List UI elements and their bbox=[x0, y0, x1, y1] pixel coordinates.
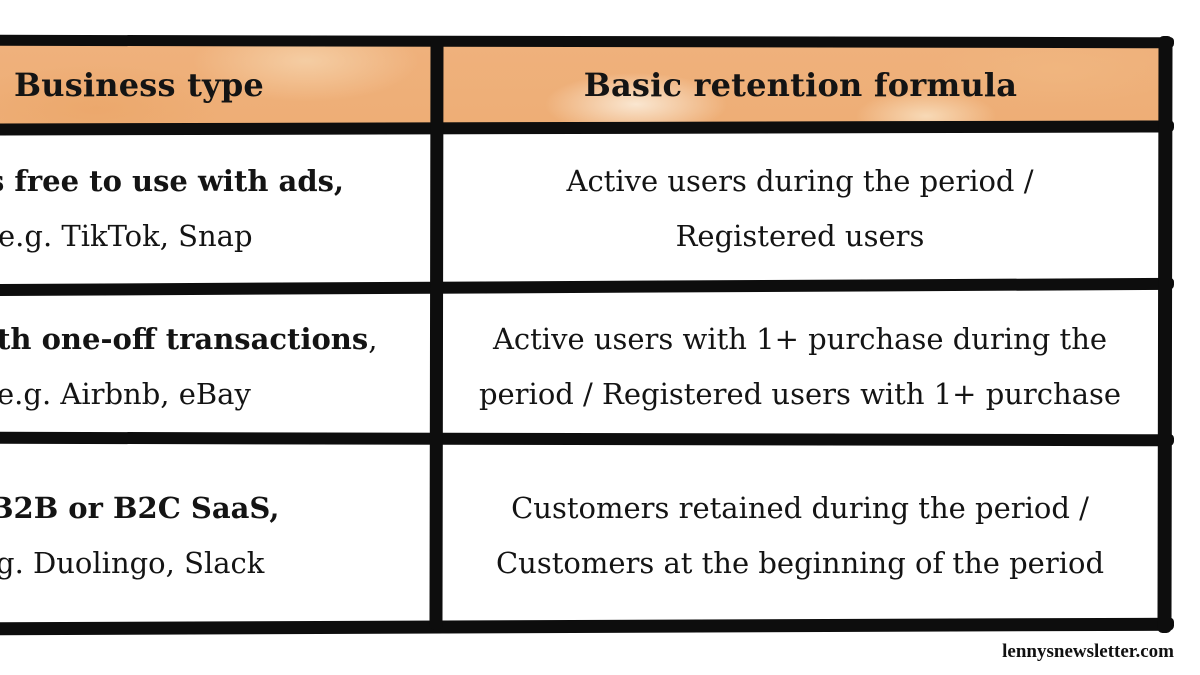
row2-business-bold-text: th one-off transactions bbox=[0, 322, 369, 356]
header-cell-business-type: Business type bbox=[0, 47, 444, 122]
table-header-bottom-border bbox=[0, 120, 1175, 136]
row3-formula-cell: Customers retained during the period / C… bbox=[443, 452, 1157, 620]
row1-formula-cell: Active users during the period / Registe… bbox=[443, 136, 1157, 282]
row1-business-type-cell: s free to use with ads, e.g. TikTok, Sna… bbox=[0, 136, 431, 282]
row2-business-type-cell: th one-off transactions, e.g. Airbnb, eB… bbox=[0, 302, 431, 432]
table-row-divider-2 bbox=[0, 431, 1175, 447]
table-bottom-border bbox=[0, 617, 1175, 636]
row3-business-examples: g. Duolingo, Slack bbox=[0, 546, 265, 580]
row3-formula-line2: Customers at the beginning of the period bbox=[495, 546, 1105, 580]
row2-formula-cell: Active users with 1+ purchase during the… bbox=[443, 302, 1157, 432]
row1-business-examples: e.g. TikTok, Snap bbox=[0, 219, 253, 253]
row3-business-type-cell: B2B or B2C SaaS, g. Duolingo, Slack bbox=[0, 452, 431, 620]
row3-formula-line1: Customers retained during the period / bbox=[511, 491, 1089, 525]
row2-business-rest-text: , bbox=[368, 322, 378, 356]
row2-formula-line1: Active users with 1+ purchase during the bbox=[492, 322, 1108, 356]
row3-business-bold-text: B2B or B2C SaaS, bbox=[0, 491, 280, 525]
table-column-divider bbox=[429, 37, 444, 631]
row1-business-line1: s free to use with ads, bbox=[0, 154, 344, 209]
row2-formula-line2: period / Registered users with 1+ purcha… bbox=[478, 377, 1122, 411]
row1-formula-line1: Active users during the period / bbox=[566, 164, 1034, 198]
watermark-text: lennysnewsletter.com bbox=[1002, 641, 1174, 662]
row1-business-bold-text: s free to use with ads, bbox=[0, 164, 345, 198]
table-header-background bbox=[0, 45, 1166, 124]
row1-formula-line2: Registered users bbox=[675, 219, 925, 253]
table-right-border bbox=[1157, 35, 1173, 634]
row3-business-line1: B2B or B2C SaaS, bbox=[0, 481, 279, 536]
row2-business-line1: th one-off transactions, bbox=[0, 312, 377, 367]
header-label-business-type: Business type bbox=[14, 65, 264, 104]
row2-business-examples: e.g. Airbnb, eBay bbox=[0, 377, 251, 411]
header-label-retention-formula: Basic retention formula bbox=[583, 65, 1018, 104]
header-cell-retention-formula: Basic retention formula bbox=[443, 47, 1158, 122]
